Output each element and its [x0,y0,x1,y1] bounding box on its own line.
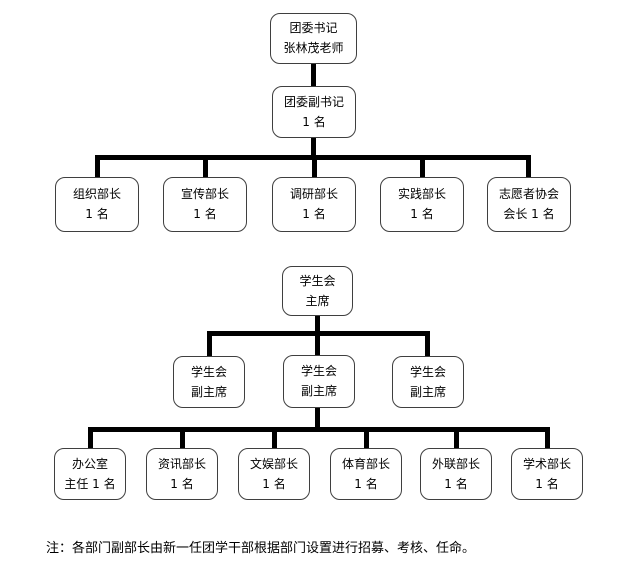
connector-chairman-to-bus [315,316,320,333]
org-node-title: 外联部长 [431,456,480,471]
org-node-title: 学生会 [299,273,336,288]
footnote: 注：各部门副部长由新一任团学干部根据部门设置进行招募、考核、任命。 [46,541,476,556]
org-node-title: 学生会 [409,364,446,379]
org-node-sports-head: 体育部长 1 名 [330,448,402,500]
org-node-organization-head: 组织部长 1 名 [55,177,139,232]
org-node-practice-head: 实践部长 1 名 [380,177,464,232]
org-node-entertainment-head: 文娱部长 1 名 [238,448,310,500]
org-node-vice-chairman-3: 学生会 副主席 [392,356,464,408]
org-node-subtitle: 1 名 [262,476,286,491]
org-node-research-head: 调研部长 1 名 [272,177,356,232]
connector-stub [364,427,369,448]
org-node-student-union-chairman: 学生会 主席 [282,266,353,316]
connector-stub [315,331,320,356]
connector-bus-departments [88,427,550,432]
connector-stub [312,155,317,177]
org-node-office-director: 办公室 主任 1 名 [54,448,126,500]
org-node-title: 办公室 [71,456,108,471]
org-node-subtitle: 副主席 [190,384,227,399]
org-node-academic-head: 学术部长 1 名 [511,448,583,500]
org-node-information-head: 资讯部长 1 名 [146,448,218,500]
connector-root-to-deputy [311,64,316,86]
org-node-title: 实践部长 [397,187,446,201]
connector-stub [272,427,277,448]
org-node-title: 学生会 [190,364,227,379]
org-node-subtitle: 1 名 [193,207,217,221]
org-node-title: 学生会 [300,364,337,378]
org-node-subtitle: 1 名 [85,207,109,221]
org-node-external-relations-head: 外联部长 1 名 [420,448,492,500]
org-node-vice-chairman-1: 学生会 副主席 [173,356,245,408]
connector-stub [425,331,430,356]
org-node-title: 组织部长 [72,187,121,201]
org-node-title: 宣传部长 [180,187,229,201]
org-node-subtitle: 1 名 [302,207,326,221]
connector-stub [526,155,531,177]
org-node-title: 资讯部长 [157,456,206,471]
org-node-title: 团委书记 [289,21,338,35]
connector-stub [88,427,93,448]
org-node-title: 志愿者协会 [498,187,559,201]
connector-stub [545,427,550,448]
org-node-title: 团委副书记 [283,94,344,109]
org-node-title: 学术部长 [522,456,571,471]
org-node-subtitle: 主席 [305,293,330,308]
connector-stub [420,155,425,177]
connector-stub [180,427,185,448]
org-node-subtitle: 1 名 [444,476,468,491]
connector-vice-to-bus [315,408,320,428]
org-node-league-secretary: 团委书记 张林茂老师 [270,13,357,64]
org-node-subtitle: 会长 1 名 [503,207,555,221]
connector-stub [203,155,208,177]
org-node-publicity-head: 宣传部长 1 名 [163,177,247,232]
org-node-volunteer-association-president: 志愿者协会 会长 1 名 [487,177,571,232]
connector-stub [454,427,459,448]
org-node-vice-chairman-2: 学生会 副主席 [283,355,355,408]
org-node-subtitle: 张林茂老师 [283,41,344,55]
org-node-subtitle: 1 名 [302,114,326,129]
org-node-subtitle: 1 名 [170,476,194,491]
connector-stub [95,155,100,177]
connector-stub [207,331,212,356]
org-node-subtitle: 主任 1 名 [64,476,116,491]
org-node-title: 文娱部长 [249,456,298,471]
org-node-subtitle: 1 名 [410,207,434,221]
org-node-subtitle: 1 名 [354,476,378,491]
org-node-subtitle: 1 名 [535,476,559,491]
org-node-title: 调研部长 [289,187,338,201]
org-node-subtitle: 副主席 [300,384,337,398]
org-node-league-deputy-secretary: 团委副书记 1 名 [272,86,356,138]
org-node-title: 体育部长 [341,456,390,471]
connector-deputy-to-bus [311,138,316,157]
org-node-subtitle: 副主席 [409,384,446,399]
